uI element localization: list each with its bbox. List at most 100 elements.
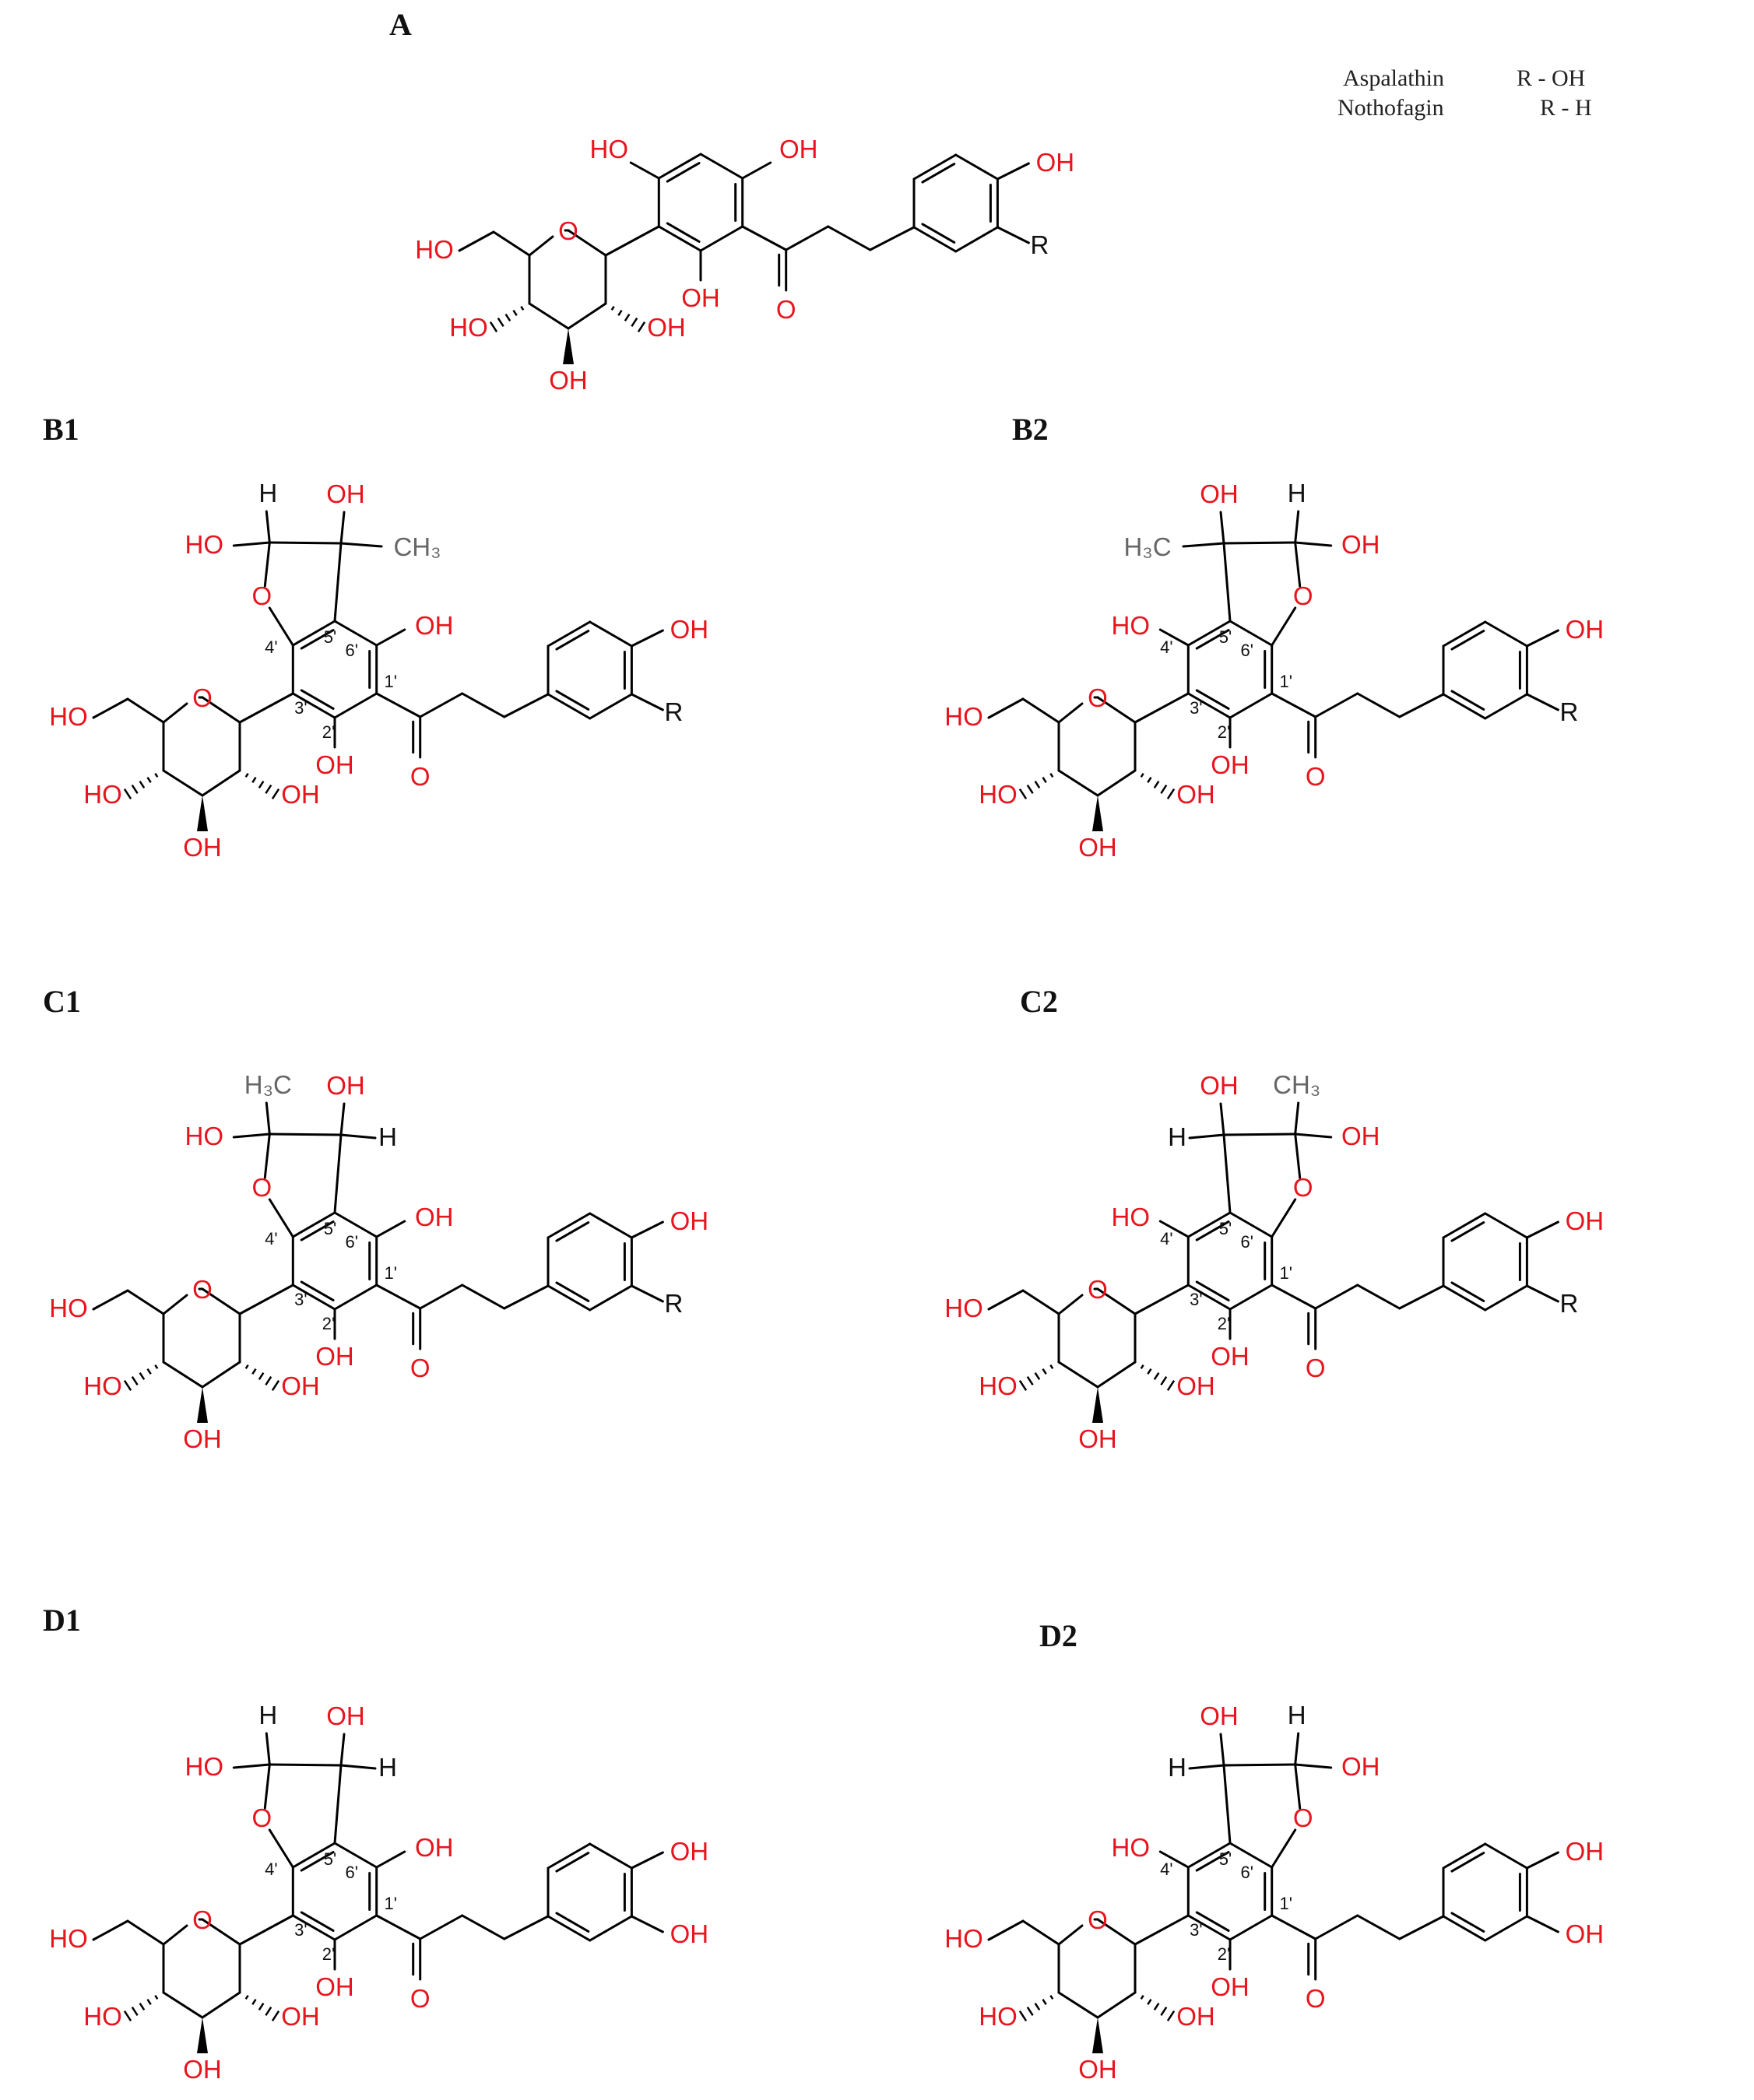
aromatic-bond	[1442, 1842, 1487, 1870]
aromatic-bond	[1195, 629, 1230, 650]
aromatic-bond	[1186, 1211, 1232, 1238]
bond	[1182, 542, 1225, 548]
bond	[201, 1361, 241, 1389]
locant-6: 6'	[1240, 641, 1253, 660]
sugar-ring-oxygen: O	[558, 216, 578, 245]
bond	[1484, 693, 1528, 720]
bond	[1356, 692, 1401, 718]
bond	[333, 1284, 378, 1311]
bond	[954, 226, 999, 253]
bond	[268, 1198, 294, 1238]
furan-c2-oh: OH	[1341, 1122, 1380, 1150]
sugar-oh-3: OH	[183, 1424, 222, 1453]
locant-3: 3'	[294, 1920, 307, 1940]
bond	[589, 693, 633, 720]
oh-4: OH	[670, 1837, 709, 1866]
bond	[333, 1764, 343, 1845]
bond	[492, 230, 531, 257]
bond	[1229, 1842, 1274, 1869]
bond	[741, 225, 788, 251]
sugar-oh-4: HO	[979, 780, 1018, 809]
bond	[263, 1763, 271, 1810]
locant-1: 1'	[384, 1263, 396, 1283]
bond	[987, 697, 1025, 719]
bond	[419, 692, 464, 718]
oh-phenolic: HO	[1112, 1203, 1151, 1231]
hashed-bond	[123, 1995, 159, 2021]
sugar-oh-4: HO	[83, 780, 122, 809]
bond	[461, 692, 506, 718]
hashed-bond	[1018, 1364, 1054, 1391]
aromatic-bond	[300, 1280, 335, 1301]
carbonyl-oxygen: O	[410, 1984, 431, 2013]
aromatic-bond	[300, 1851, 335, 1872]
aromatic-bond	[291, 1211, 336, 1238]
aromatic-bond	[555, 690, 590, 711]
bond	[1484, 1284, 1528, 1312]
bond	[1219, 511, 1225, 545]
bond	[1219, 1102, 1225, 1136]
furan-c3-h: H	[378, 1753, 397, 1782]
aromatic-bond	[1450, 1281, 1485, 1302]
locant-1: 1'	[1279, 1894, 1292, 1913]
bond	[1314, 1914, 1359, 1940]
bond	[1229, 692, 1274, 719]
bond	[162, 769, 204, 797]
oh-4: OH	[1566, 1837, 1605, 1866]
aromatic-bond	[547, 1212, 592, 1239]
hydroxymethyl-oh: HO	[944, 1924, 983, 1953]
bond	[1222, 1133, 1232, 1214]
locant-5: 5'	[1219, 1849, 1232, 1869]
bond	[92, 697, 129, 719]
hydroxymethyl-oh: HO	[49, 1294, 88, 1322]
bond	[201, 1287, 241, 1315]
oh-2prime: OH	[1211, 1972, 1250, 2001]
bond	[461, 1284, 506, 1310]
aromatic-bond	[1195, 1280, 1230, 1301]
oh-phenolic: HO	[1112, 1833, 1151, 1862]
locant-5: 5'	[1219, 1219, 1232, 1238]
furan-c2-methyl: H₃C	[244, 1070, 292, 1099]
bond	[589, 620, 633, 648]
bond	[1021, 1919, 1060, 1946]
aromatic-bond	[547, 620, 592, 648]
r-substituent: R	[664, 1289, 683, 1318]
bond	[162, 1294, 188, 1315]
locant-5: 5'	[324, 1849, 336, 1869]
aromatic-bond	[547, 1915, 592, 1942]
bond	[1057, 1361, 1099, 1389]
sugar-oh-2: OH	[1176, 780, 1215, 809]
bond	[503, 693, 550, 718]
bond	[1158, 1220, 1190, 1238]
oh-3: OH	[670, 1919, 709, 1948]
bond	[232, 1763, 271, 1769]
bond	[1222, 542, 1232, 623]
bond	[1294, 1763, 1333, 1769]
legend-nothofagin-substituent: R - H	[1540, 95, 1592, 121]
aromatic-bond	[1450, 690, 1485, 711]
wedge-bond	[563, 328, 574, 364]
wedge-bond	[197, 2017, 208, 2053]
bond	[268, 1828, 294, 1869]
bond	[1525, 629, 1559, 648]
oh-6prime: OH	[779, 135, 818, 163]
locant-2: 2'	[1218, 722, 1230, 742]
hashed-bond	[489, 306, 525, 332]
bond	[126, 1919, 165, 1946]
panel-label-d1: D1	[43, 1603, 81, 1638]
oh-2prime: OH	[1211, 1342, 1250, 1371]
locant-1: 1'	[1279, 1263, 1292, 1283]
bond	[375, 1850, 406, 1869]
bond	[1271, 1914, 1317, 1940]
sugar-ring-oxygen: O	[1088, 683, 1108, 712]
oh-phenolic: HO	[1112, 611, 1151, 640]
wedge-bond	[1092, 2017, 1103, 2053]
oh-2prime: OH	[315, 1972, 354, 2001]
locant-4: 4'	[1160, 1859, 1172, 1879]
bond	[162, 1924, 188, 1946]
bond	[1188, 1133, 1225, 1140]
bond	[1134, 1914, 1190, 1946]
wedge-bond	[1092, 795, 1103, 831]
furan-c3-oh: OH	[1200, 1701, 1239, 1730]
